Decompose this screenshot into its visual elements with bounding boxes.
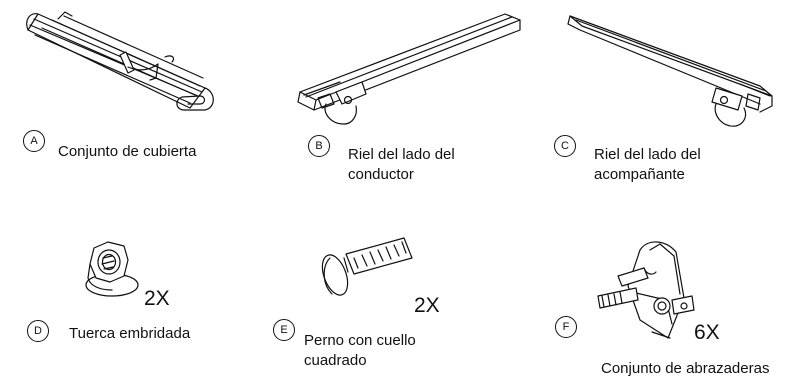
part-letter-badge: D [27,320,49,342]
part-name-line1: Riel del lado del [594,146,701,163]
part-letter-badge: E [273,319,295,341]
part-letter-badge: A [23,130,45,152]
part-quantity: 6X [694,321,720,344]
part-quantity: 2X [144,287,170,310]
rolled-cover-icon [26,11,214,111]
part-name: Conjunto de cubierta [58,143,197,160]
part-quantity: 2X [414,294,440,317]
flange-nut-icon [85,241,139,297]
part-letter-badge: C [554,135,576,157]
part-name-line1: Riel del lado del [348,146,455,163]
part-name-line2: cuadrado [304,352,367,369]
part-name-line2: conductor [348,166,414,183]
part-name-line1: Perno con cuello [304,332,416,349]
passenger-rail-icon [567,15,773,127]
part-name-line2: acompañante [594,166,685,183]
driver-rail-icon [297,13,521,125]
clamp-icon [597,241,695,339]
part-name: Conjunto de abrazaderas [601,360,770,377]
part-letter-badge: F [555,316,577,338]
part-name: Tuerca embridada [69,325,191,342]
carriage-bolt-icon [321,237,413,296]
part-letter-badge: B [308,135,330,157]
